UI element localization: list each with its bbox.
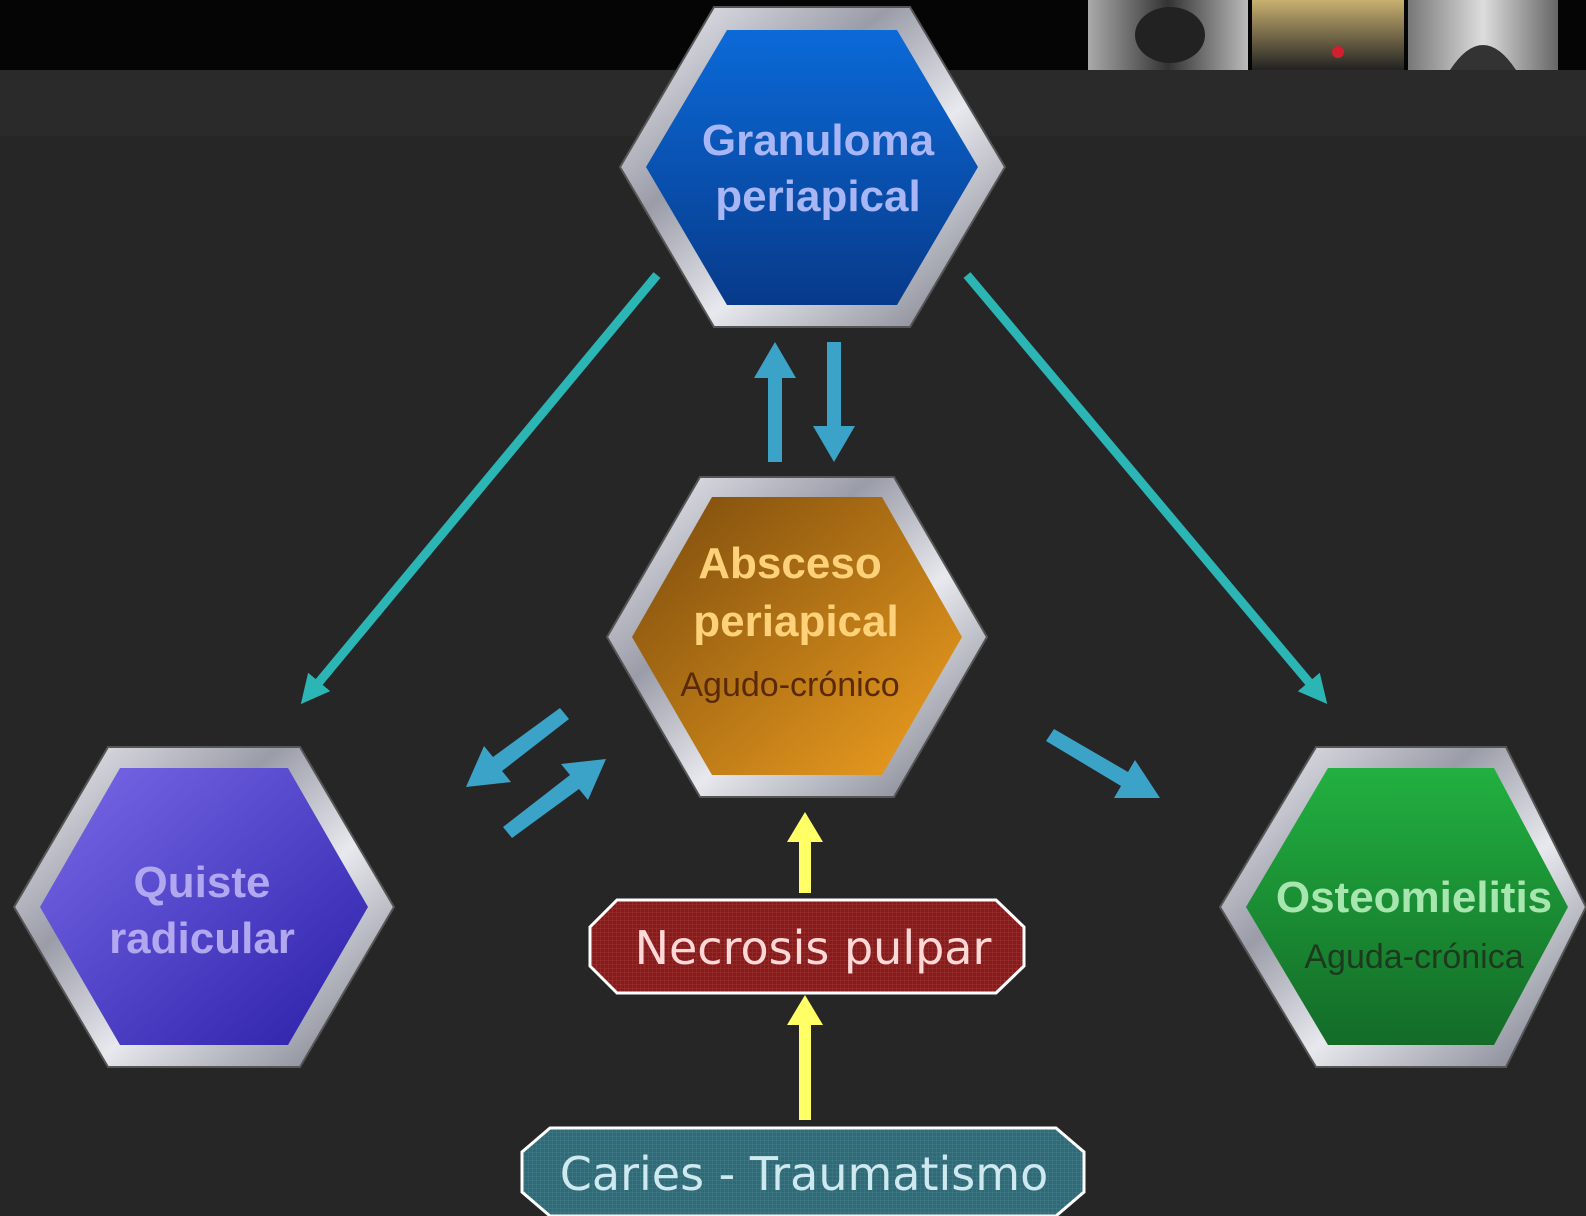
- absceso-title-line1: Absceso: [698, 539, 881, 588]
- arrow-necrosis-to-absceso: [787, 812, 823, 893]
- quiste-title-line1: Quiste: [134, 858, 271, 907]
- node-caries-traumatismo: Caries - Traumatismo: [520, 1126, 1086, 1216]
- arrow-quiste-to-absceso: [503, 759, 606, 838]
- caries-texture: [522, 1128, 1084, 1216]
- xray-thumbnail-2: [1252, 0, 1404, 70]
- granuloma-face: [646, 30, 978, 305]
- arrow-granuloma-to-quiste: [300, 272, 661, 705]
- xray-thumbnail-2-mark: [1332, 46, 1344, 58]
- quiste-face: [40, 768, 368, 1045]
- node-necrosis-pulpar: Necrosis pulpar: [588, 898, 1026, 995]
- absceso-title-line2: periapical: [693, 597, 898, 646]
- granuloma-title-line1: Granuloma: [702, 116, 935, 165]
- arrow-absceso-to-quiste: [466, 708, 569, 787]
- arrow-absceso-to-granuloma: [754, 342, 796, 462]
- osteomielitis-title: Osteomielitis: [1276, 873, 1552, 922]
- node-granuloma-periapical: Granuloma periapical: [618, 6, 1007, 328]
- xray-thumbnail-3-shadow: [1450, 45, 1516, 70]
- xray-thumbnail-1-shadow: [1135, 7, 1205, 63]
- quiste-title-line2: radicular: [109, 914, 295, 963]
- granuloma-title-line2: periapical: [715, 172, 920, 221]
- absceso-subtitle: Agudo-crónico: [680, 666, 899, 704]
- osteomielitis-subtitle: Aguda-crónica: [1304, 938, 1523, 976]
- necrosis-label: Necrosis pulpar: [635, 921, 992, 975]
- node-absceso-periapical: Absceso periapical Agudo-crónico: [605, 476, 989, 798]
- arrow-caries-to-necrosis: [787, 995, 823, 1120]
- xray-thumbnails: [1088, 0, 1558, 70]
- node-quiste-radicular: Quiste radicular: [12, 746, 396, 1068]
- arrow-granuloma-to-absceso: [813, 342, 855, 462]
- absceso-face: [632, 497, 962, 775]
- osteomielitis-face: [1246, 768, 1568, 1045]
- arrow-granuloma-to-osteomielitis: [963, 272, 1328, 705]
- necrosis-texture: [590, 900, 1024, 993]
- arrow-absceso-to-osteomielitis: [1046, 729, 1160, 798]
- node-osteomielitis: Osteomielitis Aguda-crónica: [1218, 746, 1586, 1068]
- caries-label: Caries - Traumatismo: [560, 1147, 1048, 1201]
